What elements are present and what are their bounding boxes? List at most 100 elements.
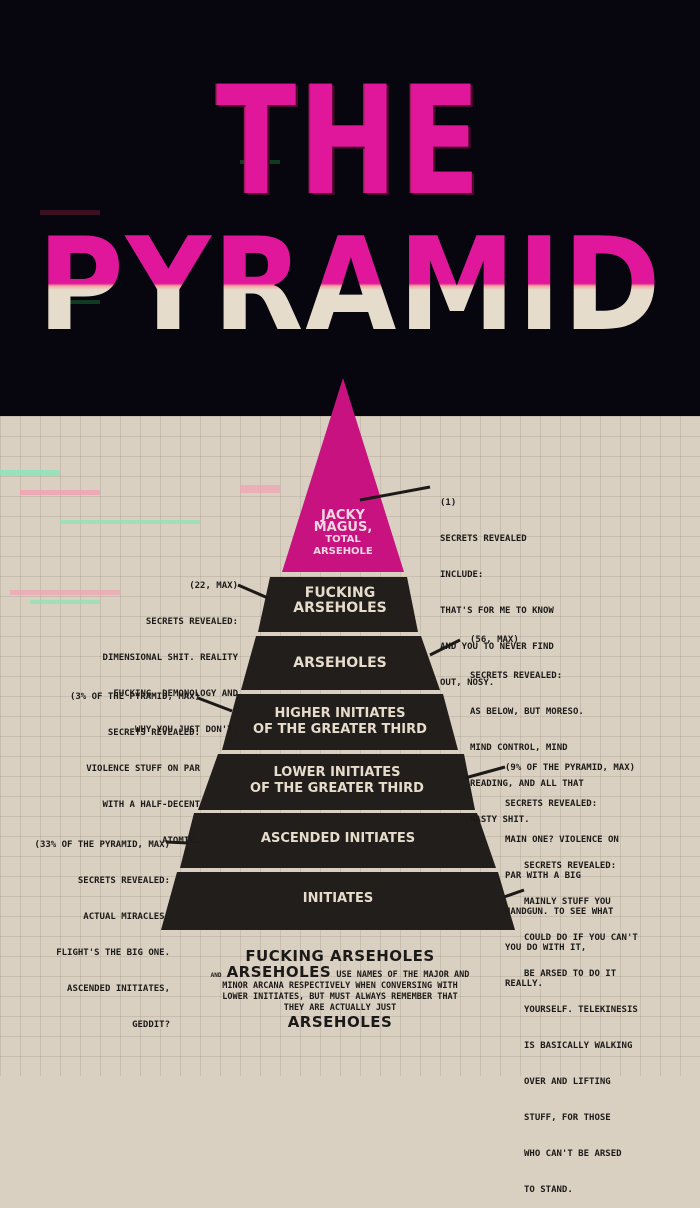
note-line: BE ARSED TO DO IT (524, 969, 617, 979)
note-line: COULD DO IF YOU CAN'T (524, 933, 638, 943)
note-line: SECRETS REVEALED: (524, 861, 617, 871)
note-line: WHY YOU JUST DON'T. (135, 725, 238, 735)
tier-4-note: (3% OF THE PYRAMID, MAX) SECRETS REVEALE… (70, 667, 200, 859)
connector-line (359, 485, 431, 502)
note-line: HANDGUN. TO SEE WHAT (505, 907, 614, 917)
note-line: (56, MAX) (470, 635, 519, 645)
tier-label-line: INITIATES (302, 891, 374, 906)
tier-5-shape (198, 754, 475, 810)
note-line: MAINLY STUFF YOU (524, 897, 611, 907)
note-line: AND YOU TO NEVER FIND (440, 642, 554, 652)
tier-1-shape (282, 378, 404, 572)
note-line: FLIGHT'S THE BIG ONE. (56, 948, 170, 958)
footer-second: ARSEHOLES (226, 963, 332, 981)
note-line: REALLY. (505, 979, 543, 989)
note-line: WITH A HALF-DECENT (102, 800, 200, 810)
note-line: MAIN ONE? VIOLENCE ON (505, 835, 619, 845)
tier-6-label: ASCENDED INITIATES (180, 832, 496, 846)
footer-body: THEY ARE ACTUALLY JUST (283, 1003, 397, 1013)
connector-line (197, 696, 233, 713)
tier-5-label: LOWER INITIATES OF THE GREATER THIRD (200, 765, 474, 797)
tier-label-line: TOTAL (325, 534, 361, 545)
tier-label-line: ASCENDED INITIATES (260, 831, 416, 846)
note-line: IS BASICALLY WALKING (524, 1041, 633, 1051)
tier-7-label: INITIATES (161, 892, 515, 906)
note-line: (3% OF THE PYRAMID, MAX) (69, 692, 200, 702)
tier-3-note: (56, MAX) SECRETS REVEALED: AS BELOW, BU… (470, 610, 584, 838)
note-line: (33% OF THE PYRAMID, MAX) (34, 840, 170, 850)
tier-label-line: OF THE GREATER THIRD (250, 781, 424, 796)
tier-label-line: HIGHER INITIATES (274, 706, 406, 721)
connector-line (429, 638, 461, 657)
connector-line (503, 888, 525, 899)
tier-label-line: MAGUS, (313, 520, 373, 535)
footer-body: MINOR ARCANA RESPECTIVELY WHEN CONVERSIN… (222, 981, 458, 991)
note-line: SECRETS REVEALED (440, 534, 527, 544)
tier-6-shape (180, 813, 496, 868)
note-line: (22, MAX) (189, 581, 238, 591)
note-line: SECRETS REVEALED: (505, 799, 598, 809)
footer-body: USE NAMES OF THE MAJOR AND (336, 970, 470, 980)
title-line-the: THE (216, 55, 484, 229)
note-line: ACTUAL MIRACLES. (83, 912, 170, 922)
tier-3-label: ARSEHOLES (240, 656, 440, 671)
footer-and: AND (210, 972, 222, 979)
note-line: NASTY SHIT. (470, 815, 530, 825)
tier-4-label: HIGHER INITIATES OF THE GREATER THIRD (222, 706, 458, 738)
tier-2-shape (258, 577, 418, 632)
tier-3-shape (241, 636, 440, 690)
tier-5-note: (9% OF THE PYRAMID, MAX) SECRETS REVEALE… (505, 738, 635, 1002)
tier-label-line: LOWER INITIATES (273, 765, 401, 780)
tier-label-line: ARSEHOLES (293, 655, 387, 671)
note-line: WHO CAN'T BE ARSED (524, 1149, 622, 1159)
tier-6-note: (33% OF THE PYRAMID, MAX) SECRETS REVEAL… (35, 815, 170, 1043)
tier-label-line: JACKY (321, 508, 365, 523)
tier-label-line: OF THE GREATER THIRD (253, 722, 427, 737)
note-line: READING, AND ALL THAT (470, 779, 584, 789)
tier-7-shape (161, 872, 515, 930)
note-line: (1) (440, 498, 457, 508)
note-line: YOU DO WITH IT, (505, 943, 587, 953)
note-line: PAR WITH A BIG (505, 871, 581, 881)
note-line: GEDDIT? (132, 1020, 170, 1030)
note-line: SECRETS REVEALED: (77, 876, 170, 886)
note-line: SECRETS REVEALED: (470, 671, 563, 681)
connector-line (165, 840, 189, 845)
pyramid-diagram (161, 378, 525, 930)
tier-2-label: FUCKING ARSEHOLES (270, 586, 410, 615)
note-line: SECRETS REVEALED: (145, 617, 238, 627)
note-line: TO STAND. (524, 1185, 573, 1195)
note-line: OUT, NOSY. (440, 678, 495, 688)
note-line: AS BELOW, BUT MORESO. (470, 707, 584, 717)
title-line-pyramid: PYRAMID (28, 222, 672, 350)
tier-7-note: SECRETS REVEALED: MAINLY STUFF YOU COULD… (524, 836, 638, 1208)
tier-4-shape (222, 694, 458, 750)
tier-label-line: ARSEHOLE (313, 546, 373, 557)
footer-heading: FUCKING ARSEHOLES (245, 947, 435, 965)
note-line: OVER AND LIFTING (524, 1077, 611, 1087)
footer-line: AND ARSEHOLES USE NAMES OF THE MAJOR AND (190, 964, 490, 981)
note-line: MIND CONTROL, MIND (470, 743, 568, 753)
tier-2-note: (22, MAX) SECRETS REVEALED: DIMENSIONAL … (103, 556, 238, 748)
tier-label-line: FUCKING (304, 585, 376, 601)
note-line: FUCKING. DEMONOLOGY AND (113, 689, 238, 699)
note-line: THAT'S FOR ME TO KNOW (440, 606, 554, 616)
note-line: YOURSELF. TELEKINESIS (524, 1005, 638, 1015)
note-line: ATOMIC. (162, 836, 200, 846)
tier-1-label: JACKY MAGUS, TOTAL ARSEHOLE (293, 508, 393, 558)
footer-closing: ARSEHOLES (287, 1013, 393, 1031)
footer-caption: FUCKING ARSEHOLES AND ARSEHOLES USE NAME… (190, 948, 490, 1030)
note-line: INCLUDE: (440, 570, 484, 580)
connector-line (237, 583, 269, 600)
note-line: ASCENDED INITIATES, (67, 984, 170, 994)
connector-line (464, 765, 506, 780)
note-line: (9% OF THE PYRAMID, MAX) (505, 763, 636, 773)
note-line: DIMENSIONAL SHIT. REALITY (102, 653, 238, 663)
tier-label-line: ARSEHOLES (293, 599, 387, 616)
footer-body: LOWER INITIATES, BUT MUST ALWAYS REMEMBE… (222, 992, 458, 1002)
note-line: STUFF, FOR THOSE (524, 1113, 611, 1123)
dark-header-background (0, 0, 700, 416)
note-line: SECRETS REVEALED: (107, 728, 200, 738)
note-line: VIOLENCE STUFF ON PAR (86, 764, 200, 774)
tier-1-note: (1) SECRETS REVEALED INCLUDE: THAT'S FOR… (440, 473, 554, 701)
